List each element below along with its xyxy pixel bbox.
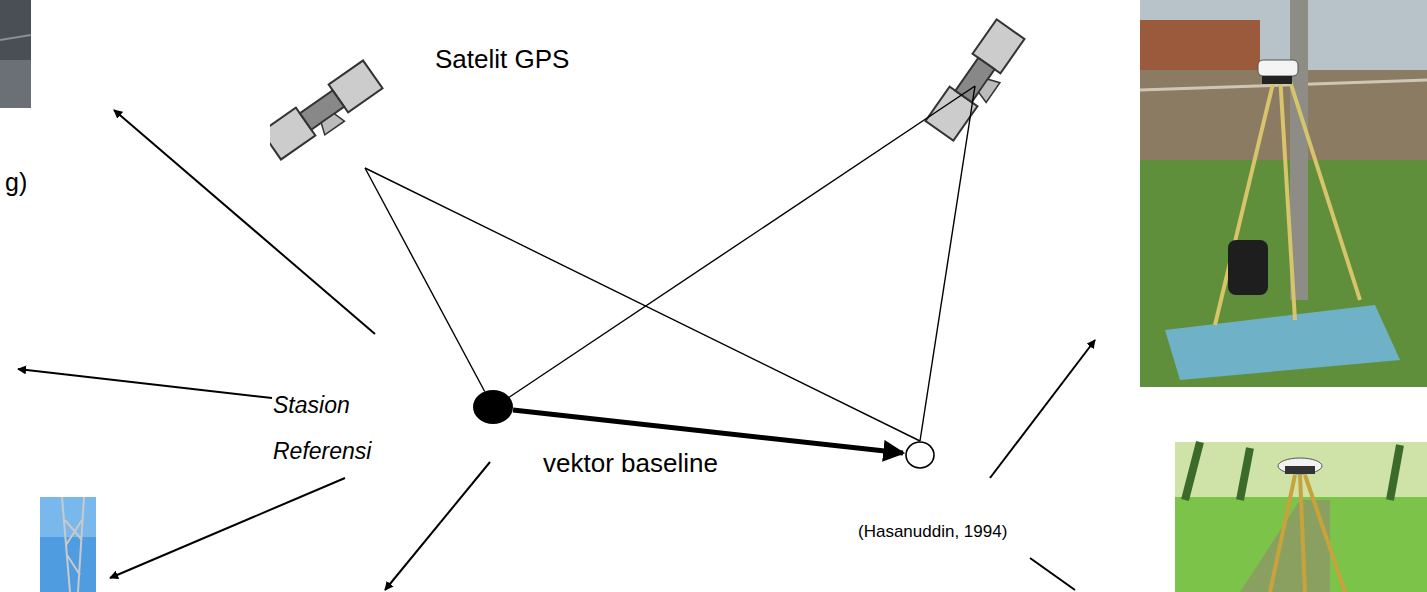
satellite-icon <box>270 38 460 168</box>
label-holder: Satelit GPS <box>435 44 569 75</box>
photo-bottom-left <box>40 497 96 592</box>
node-label: Satelit GPS <box>435 44 569 75</box>
photo-top-right <box>1140 0 1427 387</box>
rover-circle <box>906 442 934 468</box>
label: vektor baseline <box>540 448 721 478</box>
node-label: Stasion Referensi <box>273 382 393 474</box>
signal-lines <box>365 86 975 441</box>
label-holder: (Hasanuddin, 1994) <box>855 522 1010 542</box>
leader-arrows <box>18 110 1095 590</box>
label: g) <box>2 168 30 196</box>
label-holder: g) <box>2 168 30 197</box>
label: (Hasanuddin, 1994) <box>855 522 1010 541</box>
reference-station: Stasion Referensi <box>473 390 513 424</box>
baseline-arrow <box>513 410 903 453</box>
connector-line <box>365 168 485 392</box>
label-holder: Stasion Referensi <box>273 382 393 474</box>
photo-top-left <box>0 0 31 108</box>
satellite-icon <box>926 19 1029 143</box>
satellite-node: Satelit GPS <box>270 38 600 168</box>
label-holder: vektor baseline <box>540 448 721 479</box>
photo-bottom-right <box>1175 442 1427 592</box>
